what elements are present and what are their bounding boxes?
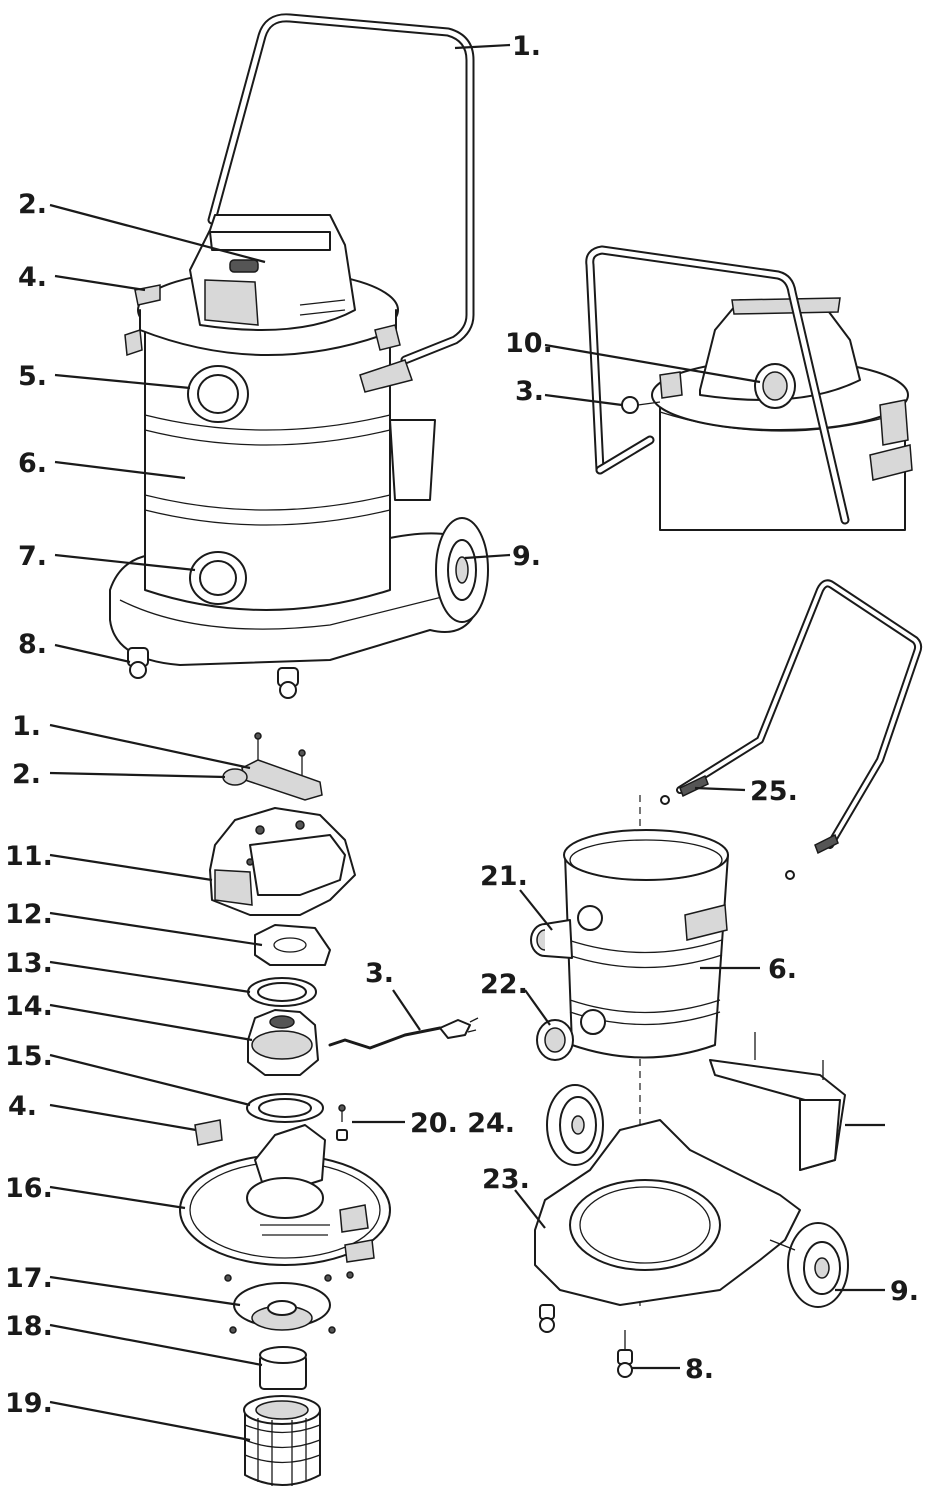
main-caster-left [127, 647, 149, 679]
main-caster-front [277, 667, 299, 699]
label-main-wheel: 9. [512, 541, 541, 572]
label-exploded-lid: 16. [5, 1173, 53, 1204]
exploded-motor-bracket [254, 924, 331, 966]
label-main-drain: 7. [18, 541, 47, 572]
rear-cord [621, 396, 661, 414]
rear-view: 10. 3. [505, 245, 913, 531]
label-tank-wheel: 9. [890, 1276, 919, 1307]
label-exploded-filter-cage: 17. [5, 1263, 53, 1294]
label-exploded-motor: 14. [5, 991, 53, 1022]
label-tank-tank: 6. [768, 954, 797, 985]
motor-exploded-view: 1. 2. 11. 12. 13. 14. 15. 4. 20. 24. 3. … [5, 711, 515, 1486]
exploded-power-cord [328, 1017, 479, 1050]
tank-exploded-view: 25. 21. 22. 6. 23. 9. 8. [480, 579, 923, 1385]
label-main-handle: 1. [512, 31, 541, 62]
label-rear-blower-port: 10. [505, 328, 553, 359]
tank-exploded-caster-left [539, 1304, 555, 1333]
main-latch-right [374, 324, 401, 351]
exploded-filter [243, 1395, 321, 1486]
label-exploded-power-cord: 3. [365, 958, 394, 989]
tank-exploded-caster-front [617, 1330, 633, 1378]
label-tank-caster: 8. [685, 1354, 714, 1385]
label-main-inlet: 5. [18, 361, 47, 392]
label-exploded-motor-cover: 11. [5, 841, 53, 872]
label-tank-drain-cap: 22. [480, 969, 528, 1000]
label-tank-base: 23. [482, 1164, 530, 1195]
label-exploded-gasket-top: 13. [5, 948, 53, 979]
exploded-handle-cap [241, 759, 323, 801]
label-main-switch: 2. [18, 189, 47, 220]
label-tank-inlet-adapter: 21. [480, 861, 528, 892]
exploded-switch [222, 768, 248, 786]
tank-exploded-tank [563, 829, 729, 1059]
tank-exploded-inlet-adapter [530, 919, 573, 959]
label-exploded-handle-cap: 1. [12, 711, 41, 742]
exploded-latch [194, 1119, 223, 1146]
label-exploded-filter: 19. [5, 1388, 53, 1419]
label-exploded-gasket-bottom: 15. [5, 1041, 53, 1072]
label-exploded-switch: 2. [12, 759, 41, 790]
label-exploded-latch: 4. [8, 1091, 37, 1122]
label-main-latch: 4. [18, 262, 47, 293]
label-main-tank: 6. [18, 448, 47, 479]
exploded-small-screws [336, 1104, 348, 1141]
label-main-caster: 8. [18, 629, 47, 660]
tank-exploded-front-wheel [769, 1222, 849, 1308]
tank-exploded-back-wheel [546, 1084, 604, 1166]
main-side-caddy [389, 419, 436, 501]
tank-exploded-drain-cap [536, 1019, 574, 1061]
label-rear-power-cord: 3. [515, 376, 544, 407]
tank-exploded-caddy [709, 1032, 885, 1171]
main-assembled-view: 1. 2. 4. 5. 6. 7. 8. 9. [18, 13, 541, 699]
label-exploded-float: 18. [5, 1311, 53, 1342]
tank-exploded-handle [676, 579, 923, 849]
label-tank-handle-screw: 25. [750, 776, 798, 807]
label-exploded-screws: 20. 24. [410, 1108, 515, 1139]
exploded-float [259, 1346, 307, 1390]
tank-exploded-base [534, 1119, 801, 1306]
label-exploded-motor-bracket: 12. [5, 899, 53, 930]
